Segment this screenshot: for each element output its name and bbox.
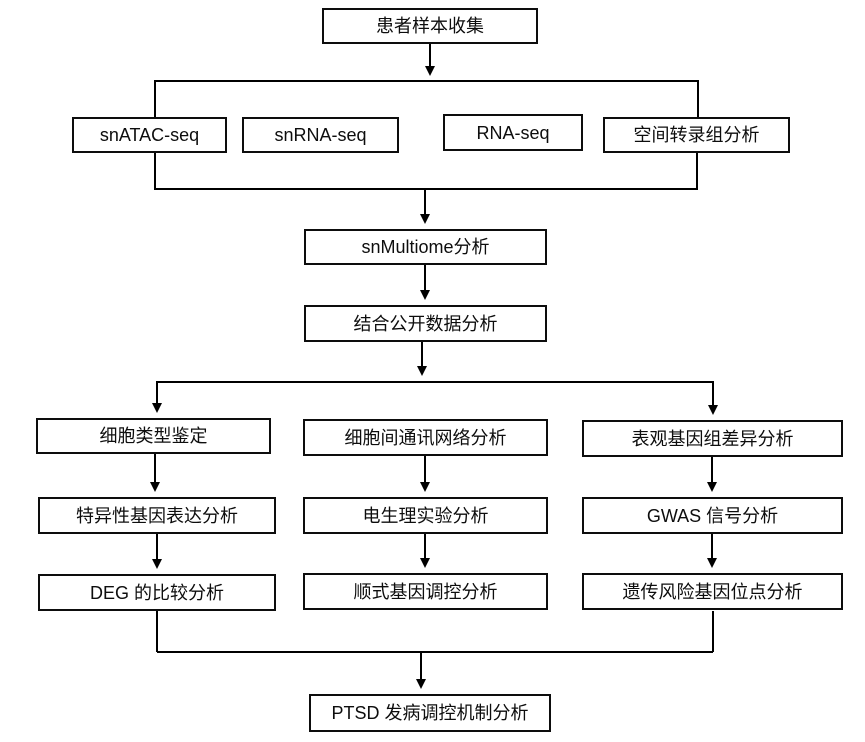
node-public-data-analysis: 结合公开数据分析 [304,305,547,342]
node-rna-seq: RNA-seq [443,114,583,151]
node-epigenome-difference-analysis: 表观基因组差异分析 [582,420,843,457]
node-snatac-seq: snATAC-seq [72,117,227,153]
node-specific-gene-expression-analysis: 特异性基因表达分析 [38,497,276,534]
node-deg-comparison-analysis: DEG 的比较分析 [38,574,276,611]
node-cell-type-identification: 细胞类型鉴定 [36,418,271,454]
node-patient-sample-collection: 患者样本收集 [322,8,538,44]
node-snrna-seq: snRNA-seq [242,117,399,153]
node-electrophysiology-experiment-analysis: 电生理实验分析 [303,497,548,534]
node-cis-gene-regulation-analysis: 顺式基因调控分析 [303,573,548,610]
node-cell-communication-network-analysis: 细胞间通讯网络分析 [303,419,548,456]
node-spatial-transcriptome-analysis: 空间转录组分析 [603,117,790,153]
node-ptsd-mechanism-analysis: PTSD 发病调控机制分析 [309,694,551,732]
node-gwas-signal-analysis: GWAS 信号分析 [582,497,843,534]
node-genetic-risk-loci-analysis: 遗传风险基因位点分析 [582,573,843,610]
node-snmultiome-analysis: snMultiome分析 [304,229,547,265]
